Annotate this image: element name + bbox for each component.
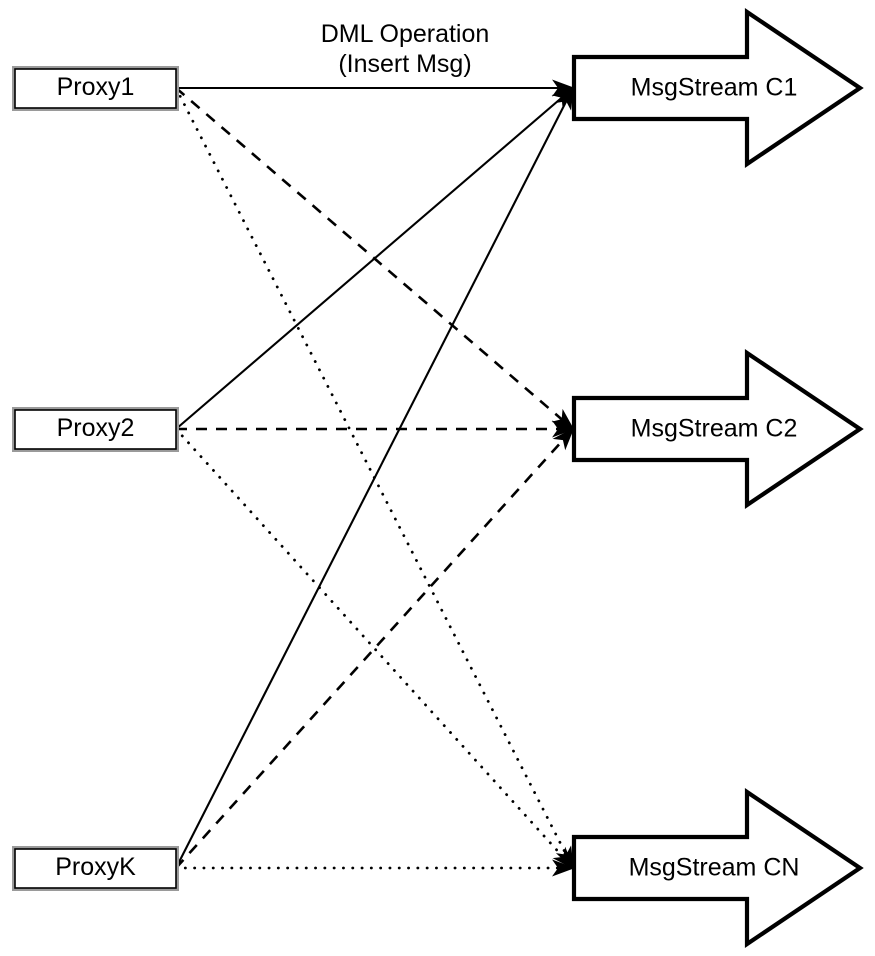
streams-layer: MsgStream C1 MsgStream C2 MsgStream CN <box>571 8 864 948</box>
arrowhead-proxy1-to-msgstream-c1 <box>552 79 575 97</box>
msgstream-node-msgstream-c2[interactable]: MsgStream C2 <box>571 349 864 509</box>
proxy-node-proxyk[interactable]: ProxyK <box>12 846 179 891</box>
proxy-box <box>14 68 177 109</box>
proxy-label: Proxy1 <box>57 73 135 101</box>
proxy-box <box>14 409 177 450</box>
proxy-node-proxy2[interactable]: Proxy2 <box>12 407 179 452</box>
annotation-dml-operation: DML Operation(Insert Msg) <box>321 20 490 78</box>
proxy-label: ProxyK <box>55 853 136 881</box>
arrowhead-proxy1-to-msgstream-c2 <box>551 408 575 431</box>
arrowhead-glyph <box>552 846 575 870</box>
link-proxyK-to-msgstream-c1 <box>175 87 574 869</box>
proxy-label: Proxy2 <box>57 414 135 442</box>
links-layer <box>174 86 575 870</box>
block-arrow-shape <box>571 349 864 509</box>
block-arrow-shape <box>571 8 864 168</box>
proxy-box <box>14 848 177 889</box>
arrowhead-glyph <box>551 408 575 431</box>
msgstream-label: MsgStream C1 <box>631 74 798 102</box>
arrowhead-proxy2-to-msgstream-cn <box>552 846 575 870</box>
proxy-node-proxy1[interactable]: Proxy1 <box>12 66 179 111</box>
arrowhead-glyph <box>555 86 574 111</box>
msgstream-node-msgstream-c1[interactable]: MsgStream C1 <box>571 8 864 168</box>
arrowhead-glyph <box>552 427 575 451</box>
arrowhead-glyph <box>552 420 575 438</box>
link-proxy2-to-msgstream-cn <box>174 427 575 870</box>
block-arrow-shape <box>571 788 864 948</box>
annotation-line-1: DML Operation <box>321 20 490 48</box>
msgstream-node-msgstream-cn[interactable]: MsgStream CN <box>571 788 864 948</box>
annotation-line-2: (Insert Msg) <box>338 50 471 78</box>
arrowhead-glyph <box>552 79 575 97</box>
msgstream-label: MsgStream C2 <box>631 415 798 443</box>
annotations-layer: DML Operation(Insert Msg) <box>321 20 490 78</box>
arrowheads-layer <box>551 79 575 877</box>
link-proxy2-to-msgstream-c1 <box>175 87 574 430</box>
arrowhead-proxyK-to-msgstream-cn <box>552 859 575 877</box>
arrowhead-proxy2-to-msgstream-c2 <box>552 420 575 438</box>
arrowhead-proxyK-to-msgstream-c2 <box>552 427 575 451</box>
arrowhead-glyph <box>552 859 575 877</box>
msgstream-label: MsgStream CN <box>629 854 800 882</box>
arrowhead-proxyK-to-msgstream-c1 <box>555 86 574 111</box>
